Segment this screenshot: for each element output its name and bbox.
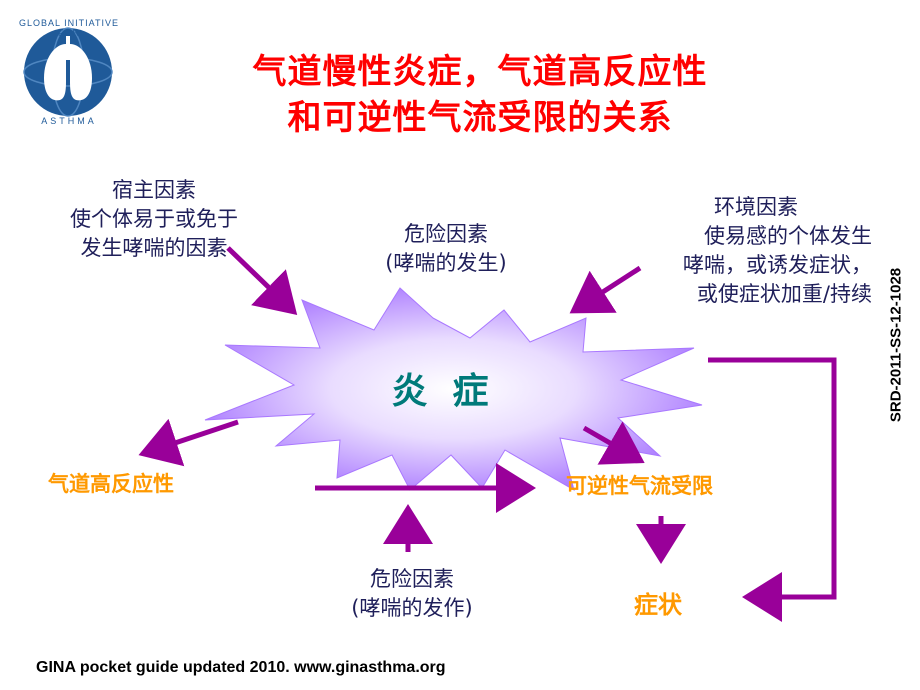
arrow-inflammation-to-symptoms	[708, 357, 837, 622]
host-factors-line-1: 宿主因素	[112, 178, 196, 202]
environment-factors: 环境因素 使易感的个体发生 哮喘，或诱发症状， 或使症状加重/持续	[640, 193, 872, 309]
logo	[23, 27, 113, 117]
logo-bottom-text: ASTHMA	[41, 116, 97, 126]
lungs-icon-left	[44, 44, 66, 101]
arrow-environment-to-inflammation	[569, 265, 642, 314]
environment-factors-line-1: 环境因素	[714, 195, 798, 219]
inflammation-label: 炎 症	[391, 371, 489, 412]
risk-factors-bottom-line-1: 危险因素	[370, 567, 454, 591]
environment-factors-line-2: 使易感的个体发生	[704, 224, 872, 248]
lungs-icon-right	[70, 44, 92, 101]
risk-factors-bottom-line-2: (哮喘的发作)	[351, 596, 473, 620]
arrow-host-to-inflammation	[226, 246, 298, 315]
airway-hyperresponsiveness-label: 气道高反应性	[48, 472, 174, 496]
environment-factors-line-4: 或使症状加重/持续	[696, 282, 872, 306]
risk-factors-top: 危险因素 (哮喘的发生)	[352, 220, 540, 278]
risk-factors-bottom: 危险因素 (哮喘的发作)	[322, 565, 502, 623]
symptoms-label: 症状	[634, 591, 682, 619]
reversible-airflow-limitation-label: 可逆性气流受限	[566, 474, 713, 498]
risk-factors-top-line-2: (哮喘的发生)	[385, 251, 507, 275]
environment-factors-line-3: 哮喘，或诱发症状，	[683, 253, 872, 277]
arrows	[138, 246, 837, 622]
logo-arc-text: GLOBAL INITIATIVE FOR	[18, 18, 120, 38]
logo-globe-icon	[24, 28, 112, 116]
title-line-2: 和可逆性气流受限的关系	[287, 98, 673, 138]
host-factors: 宿主因素 使个体易于或免于 发生哮喘的因素	[40, 176, 268, 263]
host-factors-line-2: 使个体易于或免于	[70, 207, 238, 231]
footer-citation: GINA pocket guide updated 2010. www.gina…	[36, 659, 446, 676]
host-factors-line-3: 发生哮喘的因素	[80, 236, 228, 260]
document-code: SRD-2011-SS-12-1028	[887, 267, 905, 423]
arrow-inflammation-to-airflow-limitation	[582, 421, 645, 465]
arrow-inflammation-to-hyperresponsiveness	[138, 418, 239, 467]
trachea-icon	[66, 36, 70, 60]
risk-factors-top-line-1: 危险因素	[404, 222, 488, 246]
inflammation-starburst	[204, 287, 703, 492]
title-line-1: 气道慢性炎症，气道高反应性	[252, 52, 708, 92]
